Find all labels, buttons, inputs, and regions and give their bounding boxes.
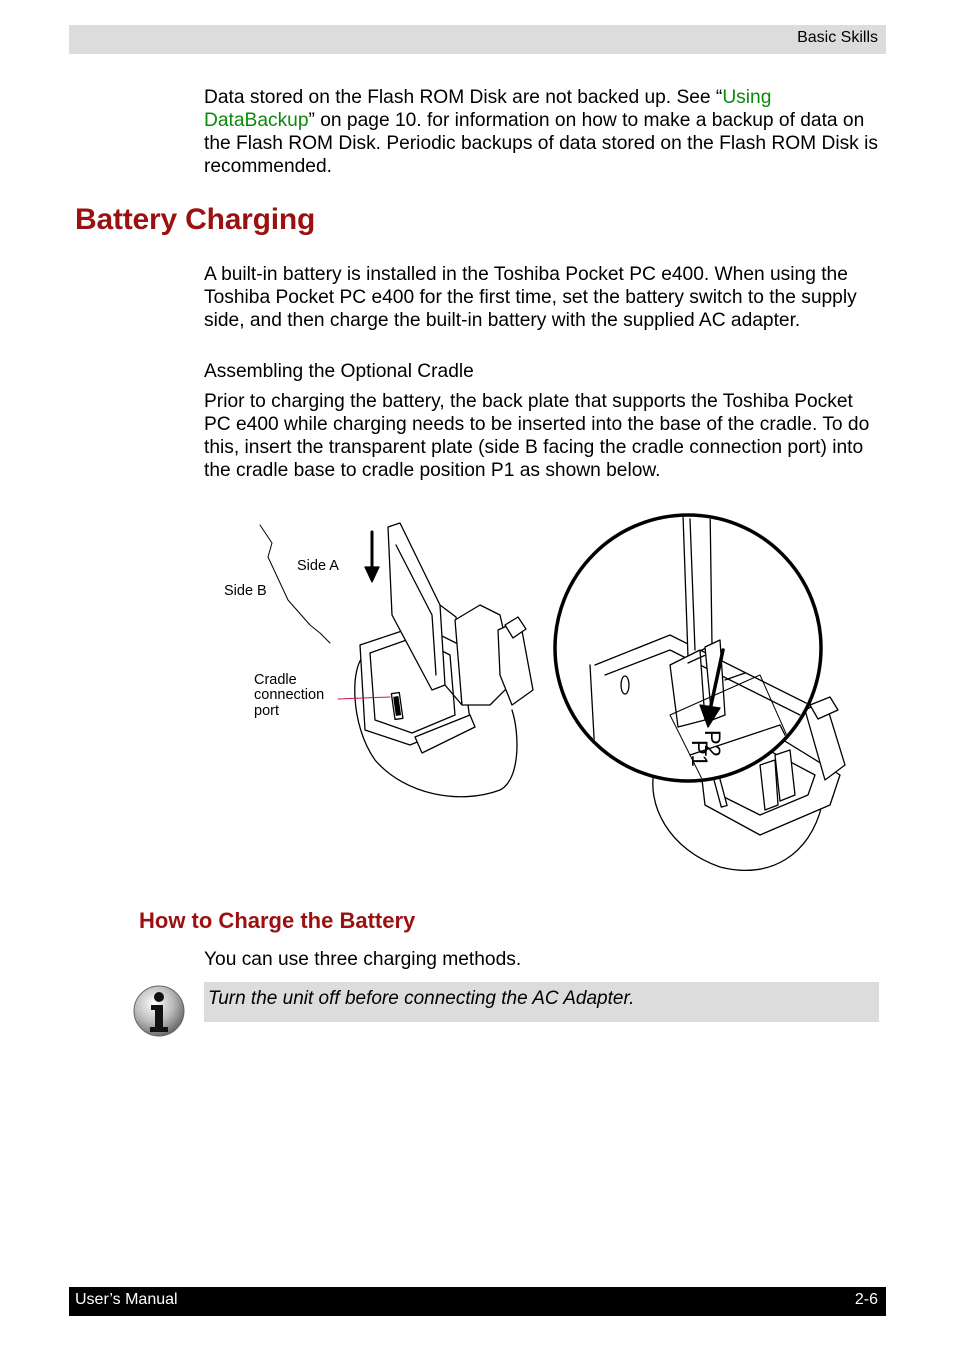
header-title: Basic Skills: [797, 29, 878, 46]
footer-manual-label: User’s Manual: [75, 1291, 178, 1308]
charging-methods-text: You can use three charging methods.: [204, 949, 522, 970]
p1-label: P1: [687, 740, 712, 767]
side-b-label: Side B: [224, 583, 267, 599]
intro-text-after: ” on page 10. for information on how to …: [204, 110, 878, 177]
subsection-heading: How to Charge the Battery: [139, 908, 416, 933]
using-databackup-link[interactable]: Using DataBackup: [204, 87, 772, 131]
note-box: Turn the unit off before connecting the …: [204, 982, 879, 1022]
intro-text-before: Data stored on the Flash ROM Disk are no…: [204, 87, 723, 108]
cradle-port-label-2: connection: [254, 687, 325, 703]
cradle-port-label-3: port: [254, 703, 279, 719]
cradle-subtitle: Assembling the Optional Cradle: [204, 361, 474, 382]
cradle-paragraph: Prior to charging the battery, the back …: [204, 391, 870, 481]
cradle-port-label-1: Cradle: [254, 672, 297, 688]
note-text: Turn the unit off before connecting the …: [208, 988, 635, 1009]
section-heading: Battery Charging: [75, 203, 316, 236]
cradle-illustration: [259, 513, 846, 871]
cradle-assembly-figure: Side A Side B Cradle connection port P2 …: [200, 505, 860, 885]
page-header: Basic Skills: [69, 25, 886, 54]
side-a-label: Side A: [297, 558, 339, 574]
page-footer: User’s Manual 2-6: [69, 1287, 886, 1316]
footer-page-number: 2-6: [854, 1291, 878, 1308]
intro-paragraph: Data stored on the Flash ROM Disk are no…: [204, 86, 884, 178]
info-icon: [131, 983, 187, 1039]
battery-paragraph: A built-in battery is installed in the T…: [204, 264, 857, 331]
